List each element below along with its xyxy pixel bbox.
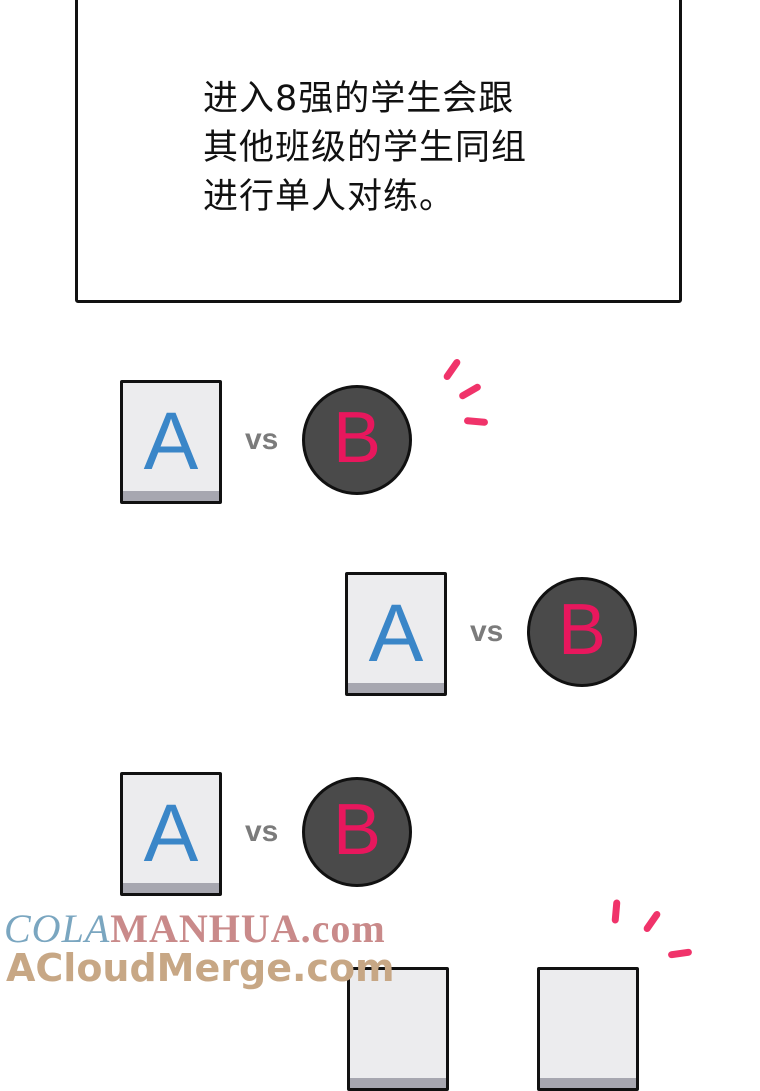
coin-letter: B [557,590,607,670]
caption-line: 进入8强的学生会跟 [203,79,515,119]
watermark-part: COLA [4,906,111,951]
card-letter: A [143,788,199,879]
watermark-acloudmerge: ACloudMerge.com [6,946,395,990]
card-partial [537,967,639,1091]
card-a: A [120,772,222,896]
coin-letter: B [332,398,382,478]
emphasis-mark [442,357,462,382]
card-letter: A [368,588,424,679]
coin-letter: B [332,790,382,870]
vs-label: vs [470,615,504,648]
vs-label: vs [245,815,279,848]
emphasis-mark [463,416,489,427]
emphasis-mark [611,899,621,924]
vs-label: vs [245,423,279,456]
emphasis-mark [667,948,693,959]
caption-box [75,0,682,303]
coin-b: B [527,577,637,687]
coin-b: B [302,385,412,495]
emphasis-mark [457,382,483,401]
card-a: A [120,380,222,504]
emphasis-mark [642,909,662,934]
caption-line: 进行单人对练。 [203,177,456,217]
card-letter: A [143,396,199,487]
card-a: A [345,572,447,696]
caption-text: 进入8强的学生会跟 其他班级的学生同组 进行单人对练。 [203,75,527,222]
caption-line: 其他班级的学生同组 [203,128,528,168]
watermark-part: MANHUA.com [110,906,386,951]
coin-b: B [302,777,412,887]
watermark-colamanhua: COLAMANHUA.com [4,905,386,952]
